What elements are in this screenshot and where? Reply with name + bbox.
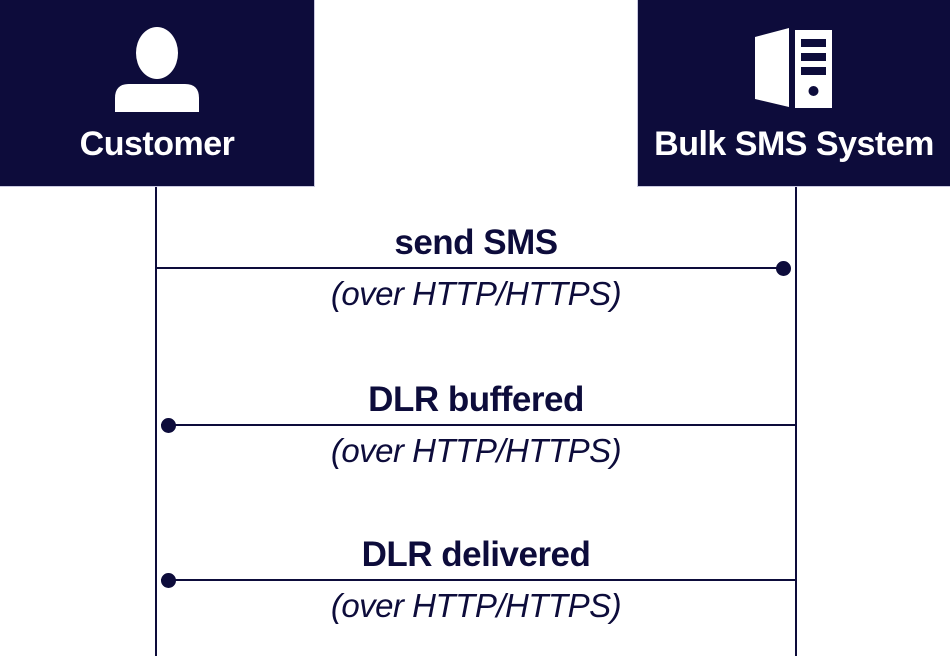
actor-customer: Customer bbox=[0, 0, 315, 187]
lifeline-customer bbox=[155, 187, 157, 656]
actor-bulk-sms-system: Bulk SMS System bbox=[637, 0, 950, 187]
lifeline-bulk-sms-system bbox=[795, 187, 797, 656]
message-line-dlr-buffered bbox=[161, 424, 796, 426]
message-subtitle-dlr-buffered: (over HTTP/HTTPS) bbox=[330, 432, 622, 469]
server-icon bbox=[755, 0, 833, 112]
message-title-send-sms: send SMS bbox=[394, 223, 558, 262]
message-title-dlr-buffered: DLR buffered bbox=[368, 380, 584, 419]
message-line-send-sms bbox=[156, 267, 790, 269]
message-subtitle-send-sms: (over HTTP/HTTPS) bbox=[330, 275, 622, 312]
message-endpoint-dot-dlr-buffered bbox=[161, 418, 176, 433]
message-subtitle-dlr-delivered: (over HTTP/HTTPS) bbox=[330, 587, 622, 624]
actor-label-customer: Customer bbox=[79, 125, 235, 163]
message-endpoint-dot-dlr-delivered bbox=[161, 573, 176, 588]
message-endpoint-dot-send-sms bbox=[776, 261, 791, 276]
message-line-dlr-delivered bbox=[161, 579, 796, 581]
person-icon bbox=[111, 0, 203, 112]
message-title-dlr-delivered: DLR delivered bbox=[361, 535, 591, 574]
actor-label-bulk-sms-system: Bulk SMS System bbox=[654, 125, 934, 163]
